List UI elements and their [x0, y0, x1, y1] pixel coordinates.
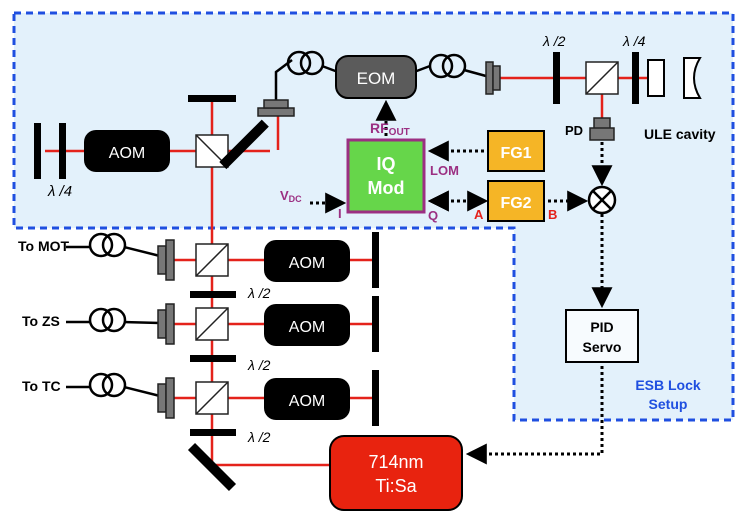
iq-label-line2: Mod: [368, 178, 405, 198]
esb-lock-label-line1: ESB Lock: [635, 377, 701, 393]
eom-block: [335, 55, 417, 99]
aom-label-mot: AOM: [289, 255, 325, 272]
pid-label-line2: Servo: [583, 339, 622, 355]
to-mot-label: To MOT: [18, 238, 70, 254]
q-label: Q: [428, 208, 438, 223]
half-wave-label-mot: λ /2: [247, 285, 271, 301]
half-wave-label-zs: λ /2: [247, 357, 271, 373]
half-wave-label-tc: λ /2: [247, 429, 271, 445]
aom-label-zs: AOM: [289, 319, 325, 336]
aom-label-top: AOM: [109, 145, 145, 162]
iq-label-line1: IQ: [376, 154, 395, 174]
half-wave-label-cavity: λ /2: [542, 33, 566, 49]
pid-label-line1: PID: [590, 319, 613, 335]
eom-label: EOM: [357, 69, 396, 88]
pid-servo-block: [565, 309, 639, 363]
i-label: I: [338, 206, 342, 221]
fiber-couplers: [157, 61, 615, 419]
aom-blocks: [84, 130, 350, 420]
b-label: B: [548, 207, 557, 222]
to-zs-label: To ZS: [22, 313, 60, 329]
rf-out-label: RFOUT: [370, 120, 410, 138]
mirrors-waveplates: [34, 52, 639, 492]
fg2-label: FG2: [500, 195, 531, 212]
pd-label: PD: [565, 123, 583, 138]
ule-cavity-label: ULE cavity: [644, 126, 716, 142]
quarter-wave-label-left: λ /4: [47, 183, 72, 200]
iq-modulator-block: [346, 138, 426, 214]
quarter-wave-label-cavity: λ /4: [622, 33, 646, 49]
esb-lock-region: [12, 11, 735, 422]
laser-label-line2: Ti:Sa: [375, 476, 417, 496]
aom-label-tc: AOM: [289, 393, 325, 410]
fg1-label: FG1: [500, 145, 531, 162]
fibers: [66, 50, 487, 398]
laser-label-line1: 714nm: [368, 452, 423, 472]
fg1-block: [487, 130, 545, 172]
to-tc-label: To TC: [22, 378, 61, 394]
a-label: A: [474, 207, 484, 222]
ule-cavity-icon: [647, 57, 702, 99]
tisa-laser-block: [329, 435, 463, 511]
esb-lock-label-line2: Setup: [649, 396, 688, 412]
lo-label: LOM: [430, 163, 459, 178]
vdc-label: VDC: [280, 188, 302, 204]
mixer-icon: [587, 185, 617, 215]
